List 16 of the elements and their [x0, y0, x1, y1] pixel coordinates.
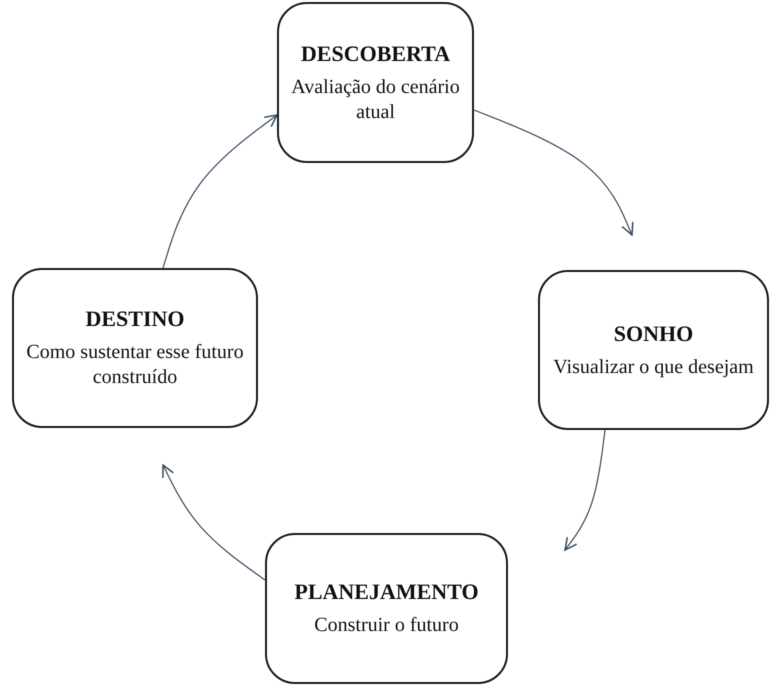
arrow	[474, 109, 634, 236]
stage-description: Construir o futuro	[314, 613, 459, 638]
stage-description: Visualizar o que desejam	[553, 354, 754, 380]
arrow	[162, 464, 266, 580]
stage-box	[265, 533, 508, 684]
stage-title: PLANEJAMENTO	[294, 579, 479, 605]
stage-title: DESTINO	[85, 306, 185, 332]
stage-description: Como sustentar esse futuro construído	[25, 340, 245, 390]
stage-title: DESCOBERTA	[300, 40, 450, 66]
stage-box	[538, 270, 769, 430]
stage-description: Avaliação do cenário atual	[290, 74, 461, 124]
stage-box	[12, 268, 258, 428]
stage-box	[277, 2, 474, 163]
stage-title: SONHO	[614, 320, 694, 346]
arrow	[162, 114, 278, 268]
arrow	[564, 430, 606, 551]
